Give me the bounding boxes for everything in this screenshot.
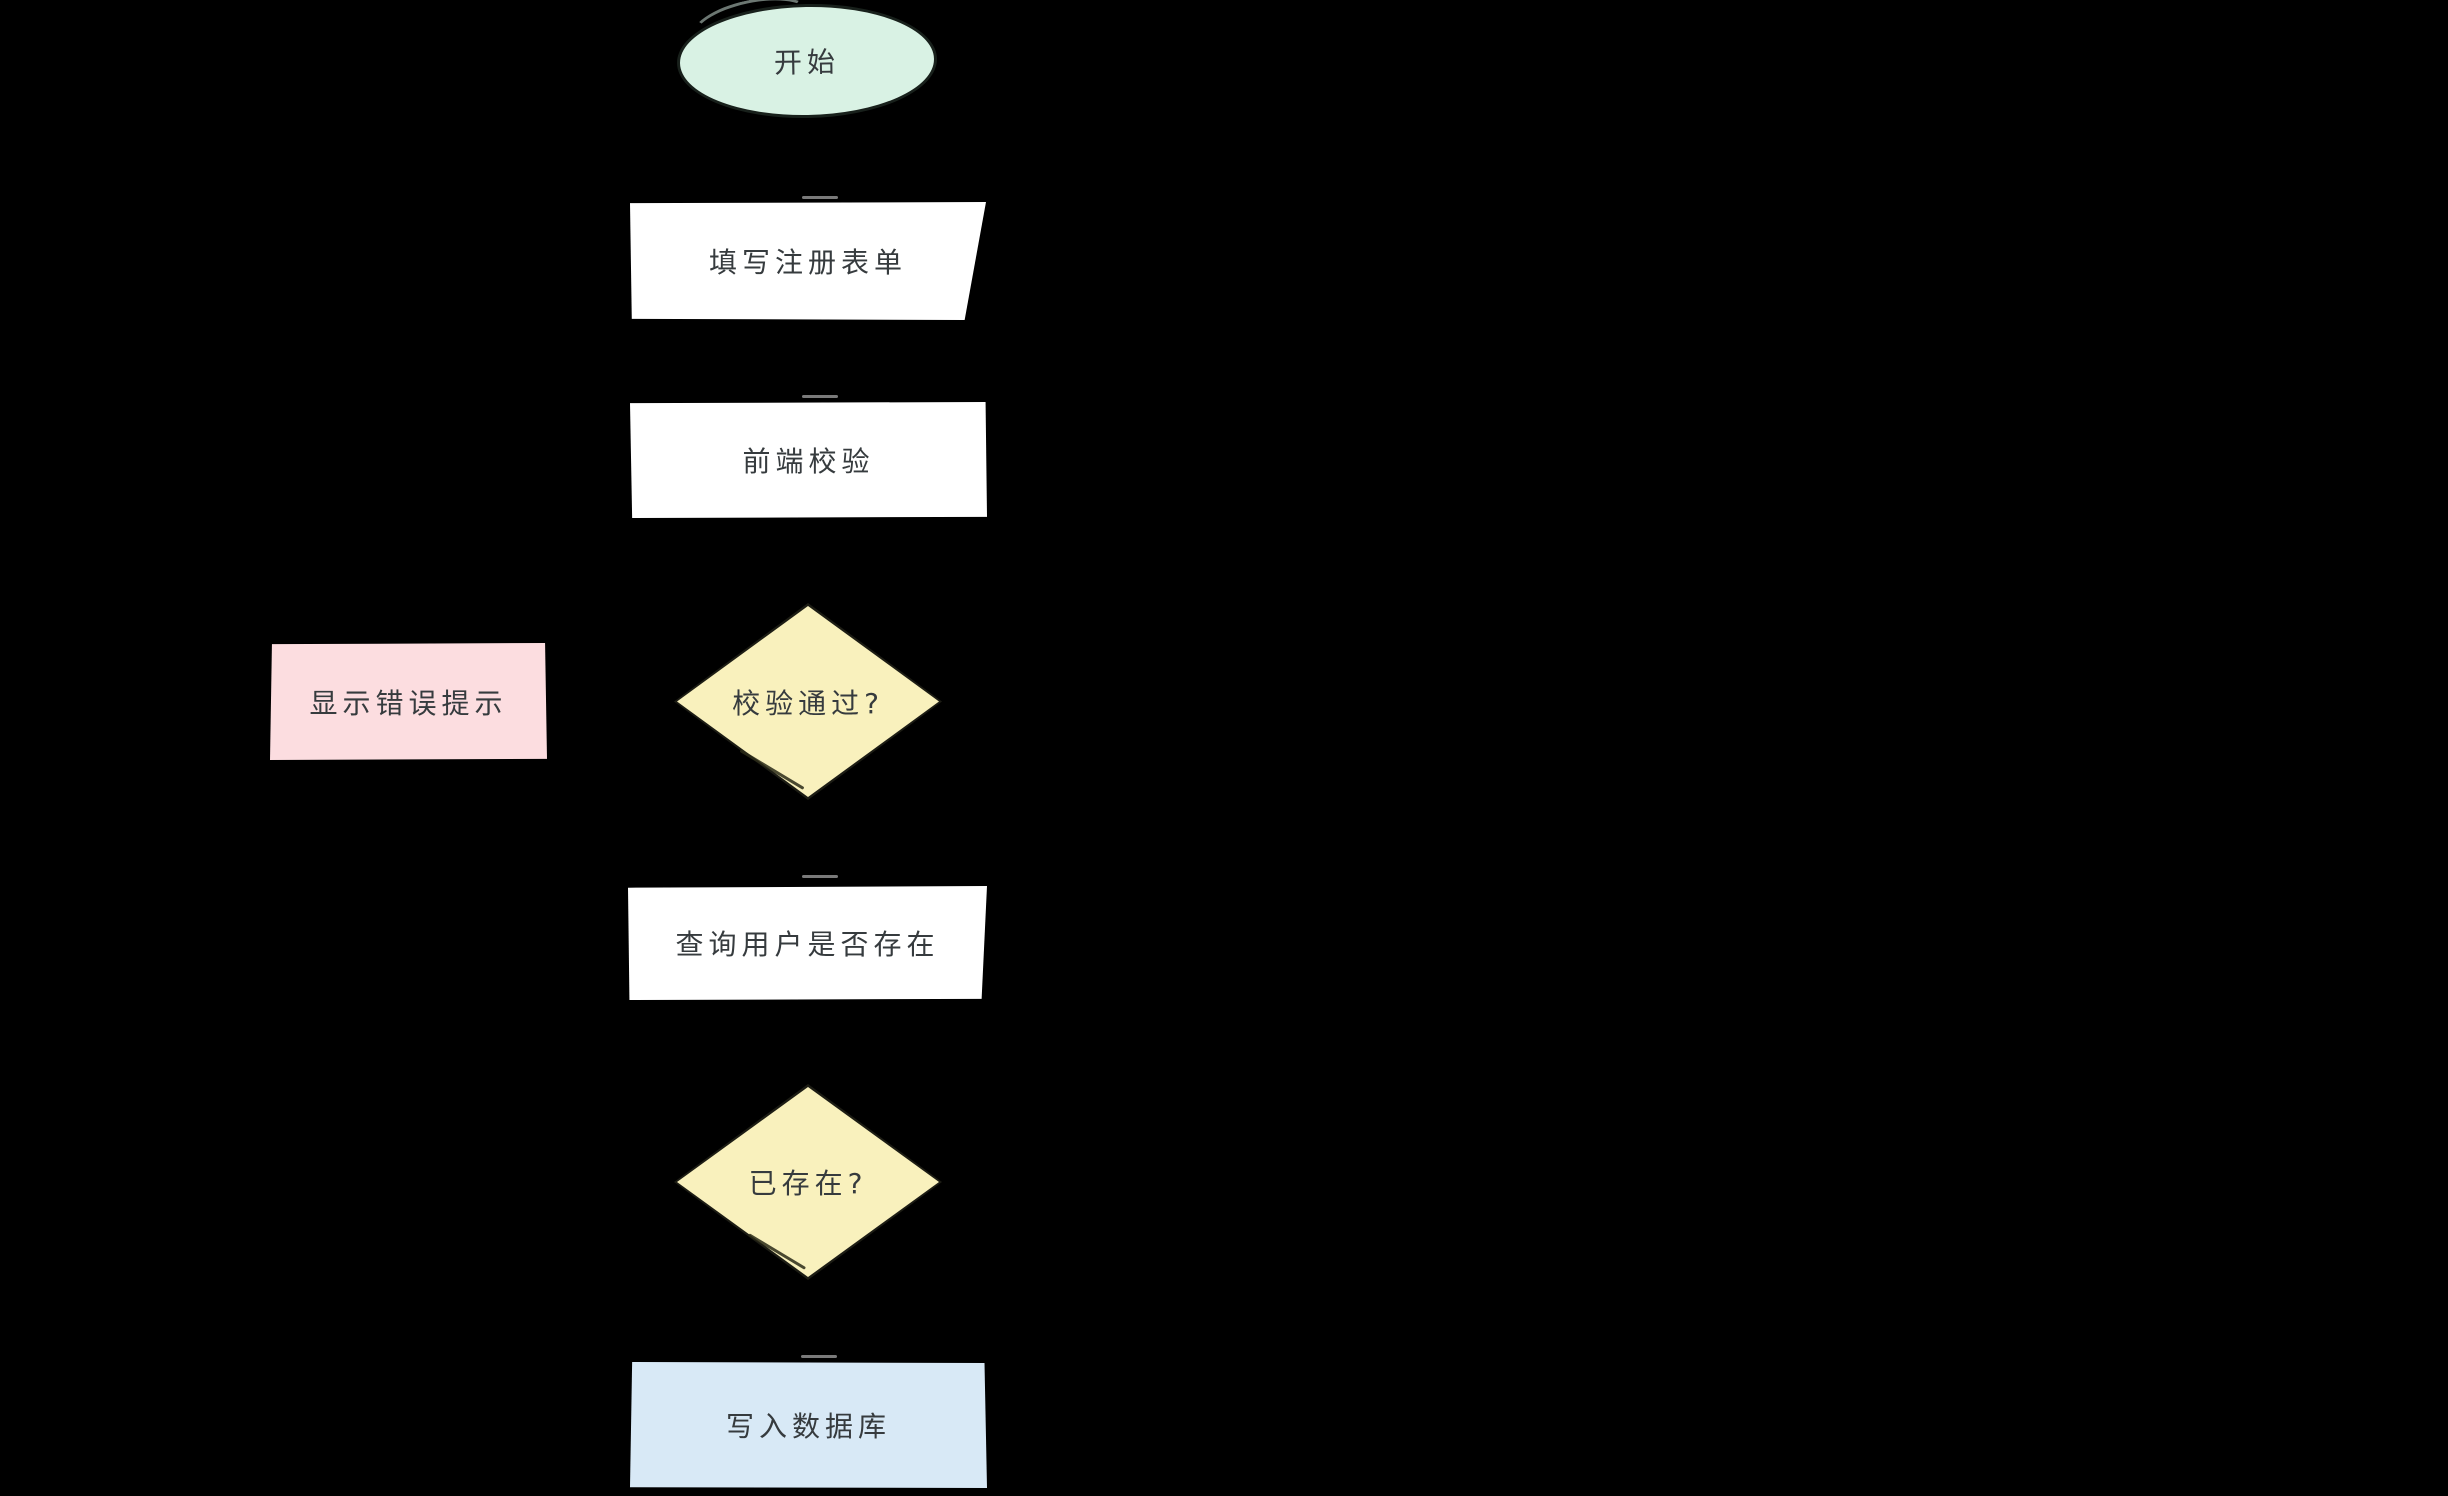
node-label-check-passed: 校验通过?: [732, 686, 884, 720]
connector-arrowhead-mark: [801, 1355, 837, 1358]
node-label-exists: 已存在?: [748, 1167, 868, 1200]
node-label-frontend-check: 前端校验: [742, 445, 875, 478]
node-label-show-error: 显示错误提示: [309, 686, 508, 720]
connector-arrowhead-mark: [802, 395, 838, 398]
node-label-write-db: 写入数据库: [725, 1410, 891, 1443]
flow-node-write-db[interactable]: 写入数据库: [630, 1362, 987, 1488]
flow-node-exists[interactable]: 已存在?: [674, 1084, 942, 1280]
flow-node-show-error[interactable]: 显示错误提示: [270, 643, 547, 760]
node-label-fill-form: 填写注册表单: [708, 246, 907, 279]
flow-node-check-passed[interactable]: 校验通过?: [674, 603, 942, 800]
node-label-start: 开始: [773, 45, 841, 80]
flow-node-frontend-check[interactable]: 前端校验: [630, 402, 987, 518]
flow-node-fill-form[interactable]: 填写注册表单: [630, 202, 986, 320]
node-label-query-user: 查询用户是否存在: [675, 928, 940, 961]
connector-arrowhead-mark: [802, 196, 838, 199]
connector-arrowhead-mark: [802, 875, 838, 878]
flow-node-query-user[interactable]: 查询用户是否存在: [628, 886, 987, 1000]
